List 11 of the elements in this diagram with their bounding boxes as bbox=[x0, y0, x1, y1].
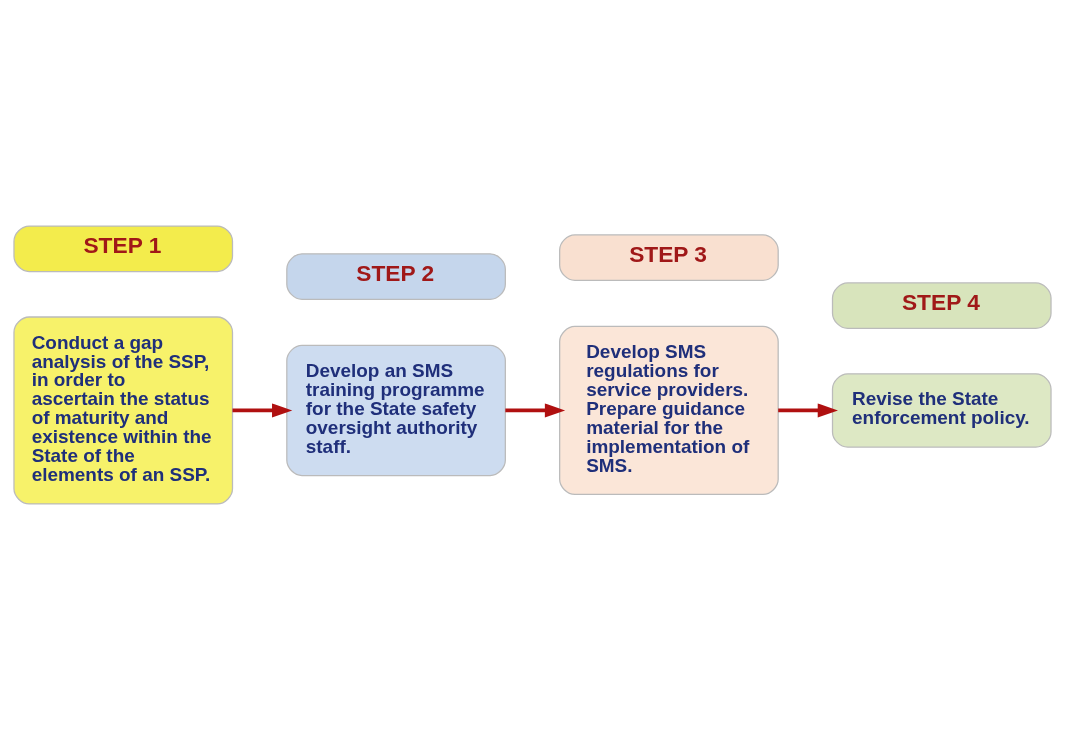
arrow bbox=[232, 402, 293, 418]
node-box: Develop SMS regulations for service providers. Prepare guidance material for the implementation of SMS. bbox=[559, 325, 779, 495]
arrow bbox=[505, 402, 566, 418]
node-box: Revise the State enforcement policy. bbox=[831, 372, 1052, 448]
node-box: STEP 3 bbox=[559, 233, 779, 281]
node-box: STEP 1 bbox=[13, 224, 234, 272]
arrow bbox=[778, 402, 838, 418]
node-box: STEP 2 bbox=[286, 252, 506, 300]
node-box: Develop an SMS training programme for the State safety oversight authority staff. bbox=[286, 344, 506, 476]
node-box: Conduct a gap analysis of the SSP, in order to ascertain the status of maturity and existence within the State of the elements of an SSP. bbox=[13, 315, 234, 505]
node-box: STEP 4 bbox=[831, 281, 1052, 329]
